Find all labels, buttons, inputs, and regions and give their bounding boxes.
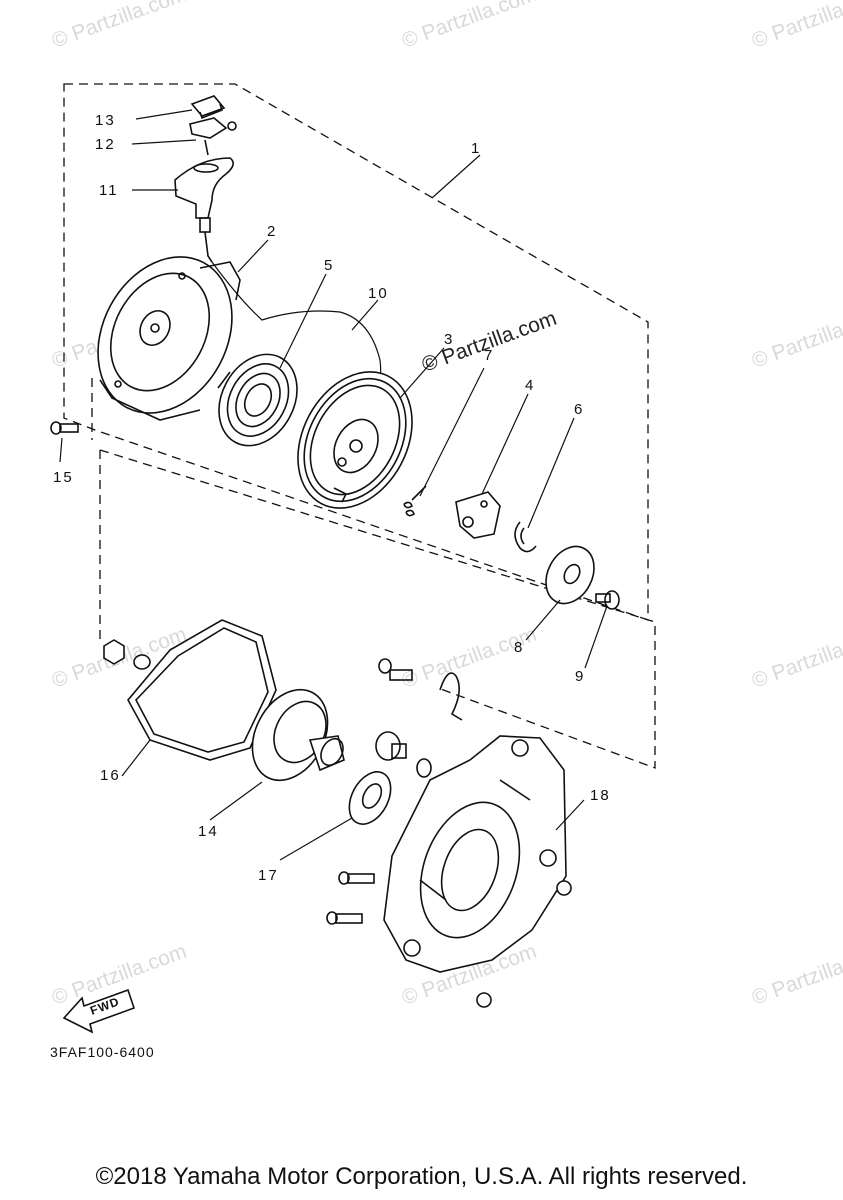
callout-6: 6 xyxy=(574,401,584,418)
bushing xyxy=(375,731,432,778)
diagram-code: 3FAF100-6400 xyxy=(50,1044,155,1060)
callout-8: 8 xyxy=(514,639,524,656)
part-10-rope xyxy=(211,261,382,391)
watermark: © Partzilla.com xyxy=(749,303,843,373)
case-bolts xyxy=(326,871,572,1008)
upper-bolt-clamp xyxy=(378,658,463,721)
callout-18: 18 xyxy=(590,787,611,804)
watermark: © Partzilla.com xyxy=(399,623,540,693)
callout-labels: 1 2 3 4 5 6 7 8 9 10 11 12 13 14 15 16 1… xyxy=(53,112,611,884)
part-13-cap xyxy=(190,95,226,120)
copyright-notice: ©2018 Yamaha Motor Corporation, U.S.A. A… xyxy=(95,1163,748,1190)
callout-15: 15 xyxy=(53,469,74,486)
part-12-retainer xyxy=(189,117,237,156)
part-18-case xyxy=(383,735,567,973)
callout-13: 13 xyxy=(95,112,116,129)
callout-9: 9 xyxy=(575,668,585,685)
callout-1: 1 xyxy=(471,140,481,157)
callout-11: 11 xyxy=(99,182,119,199)
callout-7: 7 xyxy=(484,347,494,364)
watermark: © Partzilla.com xyxy=(749,0,843,53)
part-2-housing xyxy=(97,256,241,421)
callout-2: 2 xyxy=(267,223,277,240)
part-8-plate xyxy=(545,545,595,605)
part-11-handle xyxy=(174,157,234,263)
callout-16: 16 xyxy=(100,767,121,784)
callout-5: 5 xyxy=(324,257,334,274)
part-16-gasket xyxy=(127,619,277,761)
leader-lines xyxy=(59,109,608,861)
part-6-clip xyxy=(514,521,537,553)
part-5-spring xyxy=(217,353,298,447)
part-14-pulley xyxy=(251,688,345,782)
watermark: © Partzilla.com xyxy=(399,0,540,53)
assembly-boundary xyxy=(63,83,656,769)
callout-10: 10 xyxy=(368,285,389,302)
callout-12: 12 xyxy=(95,136,116,153)
watermark: © Partzilla.com xyxy=(749,940,843,1010)
part-15-bolt xyxy=(50,421,79,435)
part-9-bolt xyxy=(595,590,620,610)
parts-diagram: © Partzilla.com © Partzilla.com © Partzi… xyxy=(49,0,843,1060)
nut-washer xyxy=(103,639,151,670)
watermark-center: © Partzilla.com xyxy=(419,307,560,377)
part-3-reel xyxy=(297,371,413,509)
callout-14: 14 xyxy=(198,823,219,840)
callout-4: 4 xyxy=(525,377,535,394)
callout-3: 3 xyxy=(444,331,454,348)
watermark: © Partzilla.com xyxy=(49,0,190,53)
callout-17: 17 xyxy=(258,867,279,884)
part-17-seal xyxy=(348,771,392,825)
watermark: © Partzilla.com xyxy=(749,623,843,693)
part-4-pawl xyxy=(455,491,501,539)
